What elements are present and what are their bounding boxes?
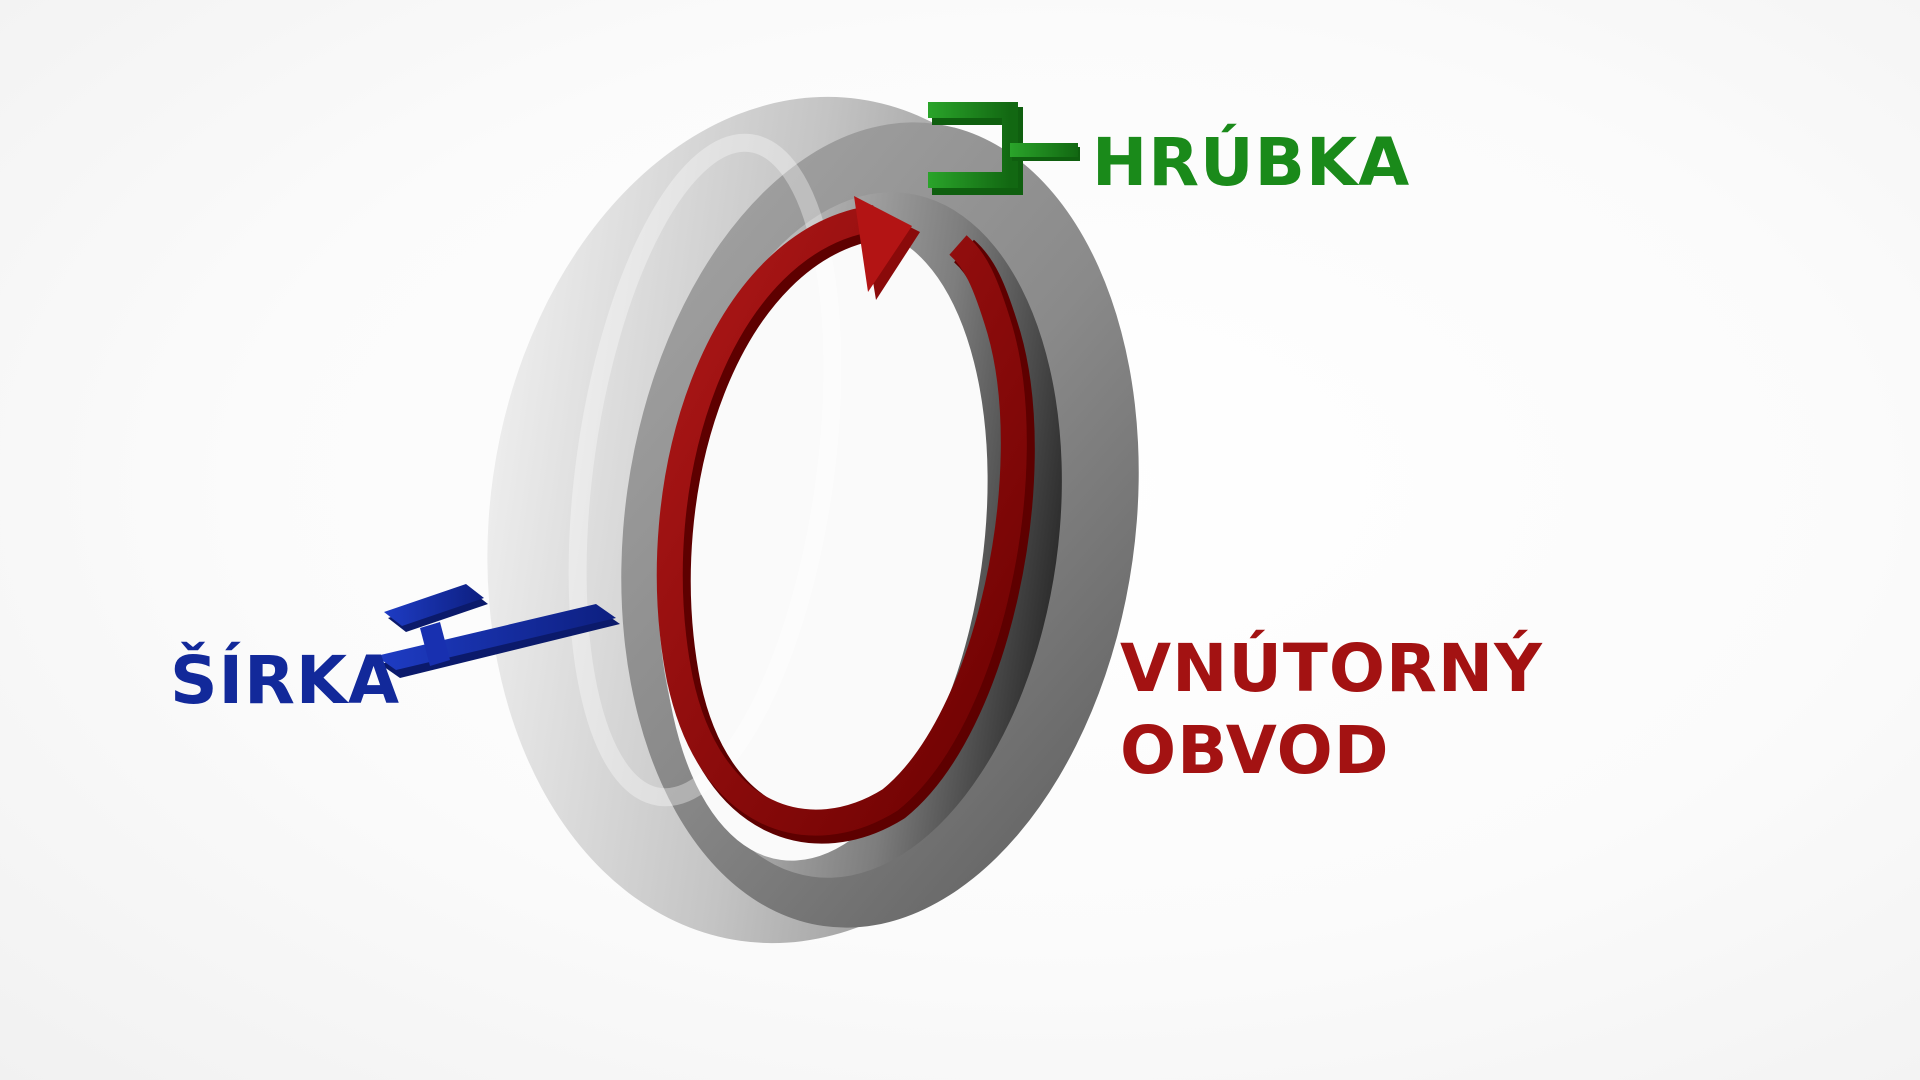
ring-hole: [662, 229, 988, 861]
width-label: ŠÍRKA: [170, 642, 401, 719]
ring: [487, 96, 1139, 944]
inner-circumference-label-line-2: OBVOD: [1120, 712, 1390, 789]
thickness-bracket-icon: [928, 102, 1080, 195]
ring-highlight: [568, 133, 842, 807]
inner-circumference-label-line-1: VNÚTORNÝ: [1120, 630, 1543, 707]
inner-circumference-arrow-icon: [656, 196, 1035, 844]
thickness-label: HRÚBKA: [1092, 124, 1411, 201]
width-bracket-icon: [376, 584, 620, 678]
